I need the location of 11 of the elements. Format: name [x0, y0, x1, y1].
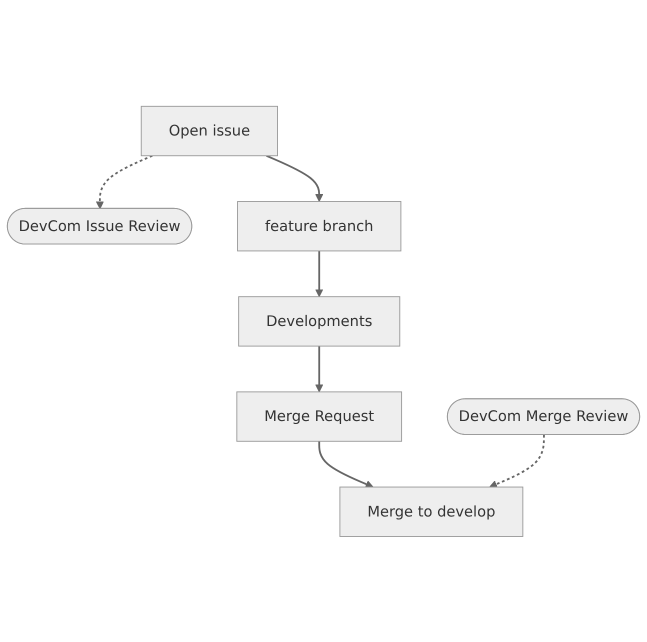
arrow	[96, 154, 153, 209]
node-box: Merge to develop	[339, 486, 524, 537]
node-box: Open issue	[140, 105, 278, 156]
arrow	[266, 154, 324, 202]
node-box: Developments	[238, 296, 400, 346]
arrow	[489, 434, 545, 488]
node-box: feature branch	[237, 200, 402, 251]
arrow	[315, 346, 324, 392]
node-box: Merge Request	[236, 391, 402, 442]
arrow	[318, 440, 374, 488]
arrow	[315, 250, 324, 297]
